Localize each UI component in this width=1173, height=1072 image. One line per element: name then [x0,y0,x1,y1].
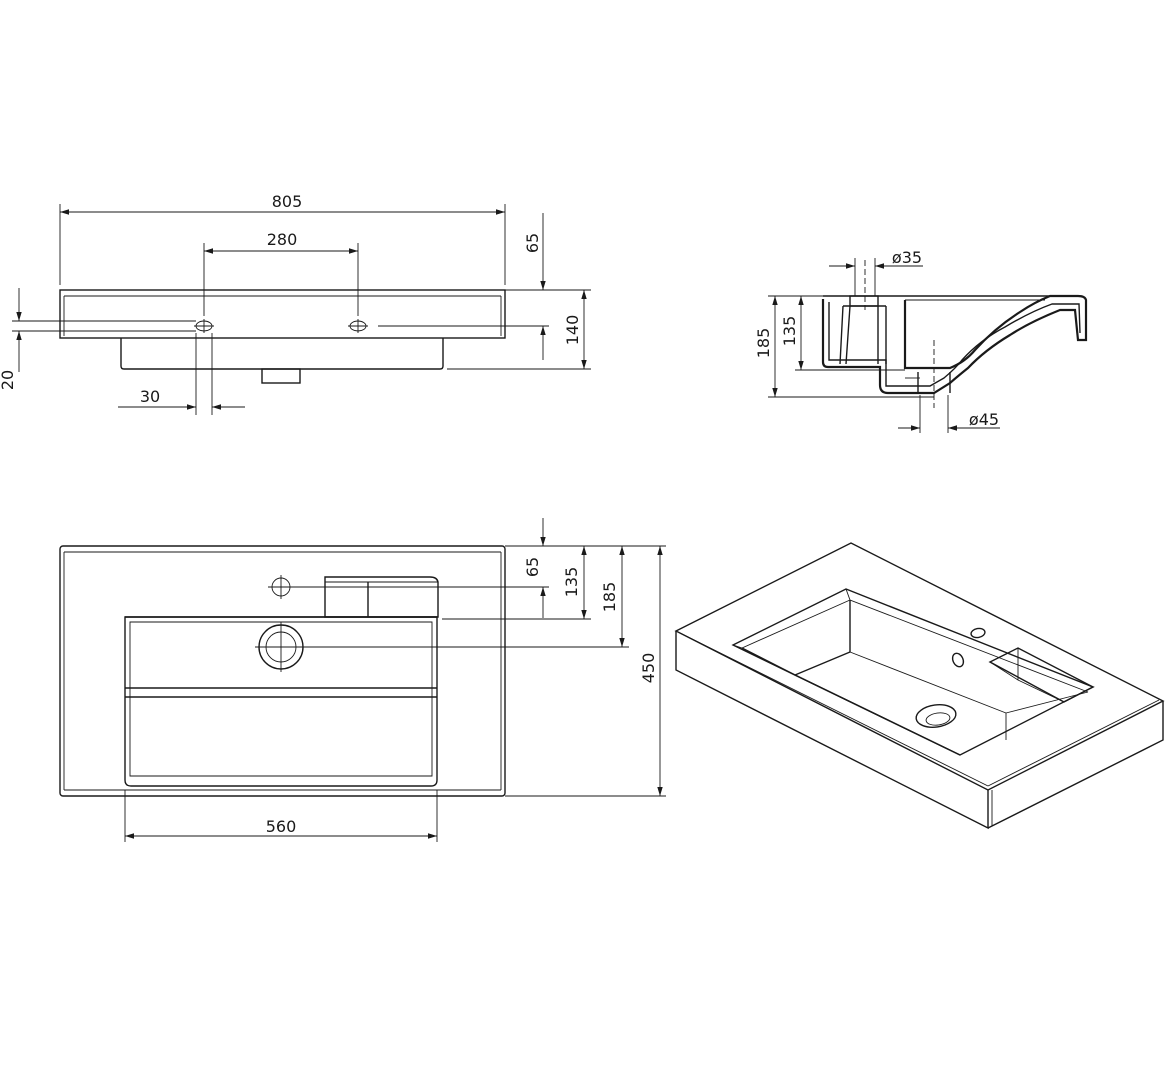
isometric-view [674,542,1165,830]
dim-section-height: 185 [754,328,773,359]
dim-front-height: 140 [563,315,582,346]
dim-top-depth: 65 [523,233,542,253]
dim-top-offset: 65 [523,557,542,577]
dim-tap-diameter: ø35 [892,248,922,267]
dim-second-offset: 135 [562,567,581,598]
dim-drain-offset: 185 [600,582,619,613]
dim-basin-width: 560 [266,817,297,836]
dim-drain-diameter: ø45 [969,410,999,429]
dim-section-basin-depth: 135 [780,316,799,347]
section-view-dimensions: ø35 185 135 ø45 [754,248,1000,433]
front-view-dimensions: 805 280 30 20 65 140 [0,192,591,415]
top-view [59,545,506,797]
dim-hole-offset: 30 [140,387,160,406]
dim-overflow-height: 20 [0,370,17,390]
section-view [821,260,1088,408]
front-view [59,289,506,384]
dim-tap-hole-spacing: 280 [267,230,298,249]
dim-overall-depth: 450 [639,653,658,684]
dim-overall-width: 805 [272,192,303,211]
top-view-dimensions: 65 135 185 450 560 [124,518,666,842]
